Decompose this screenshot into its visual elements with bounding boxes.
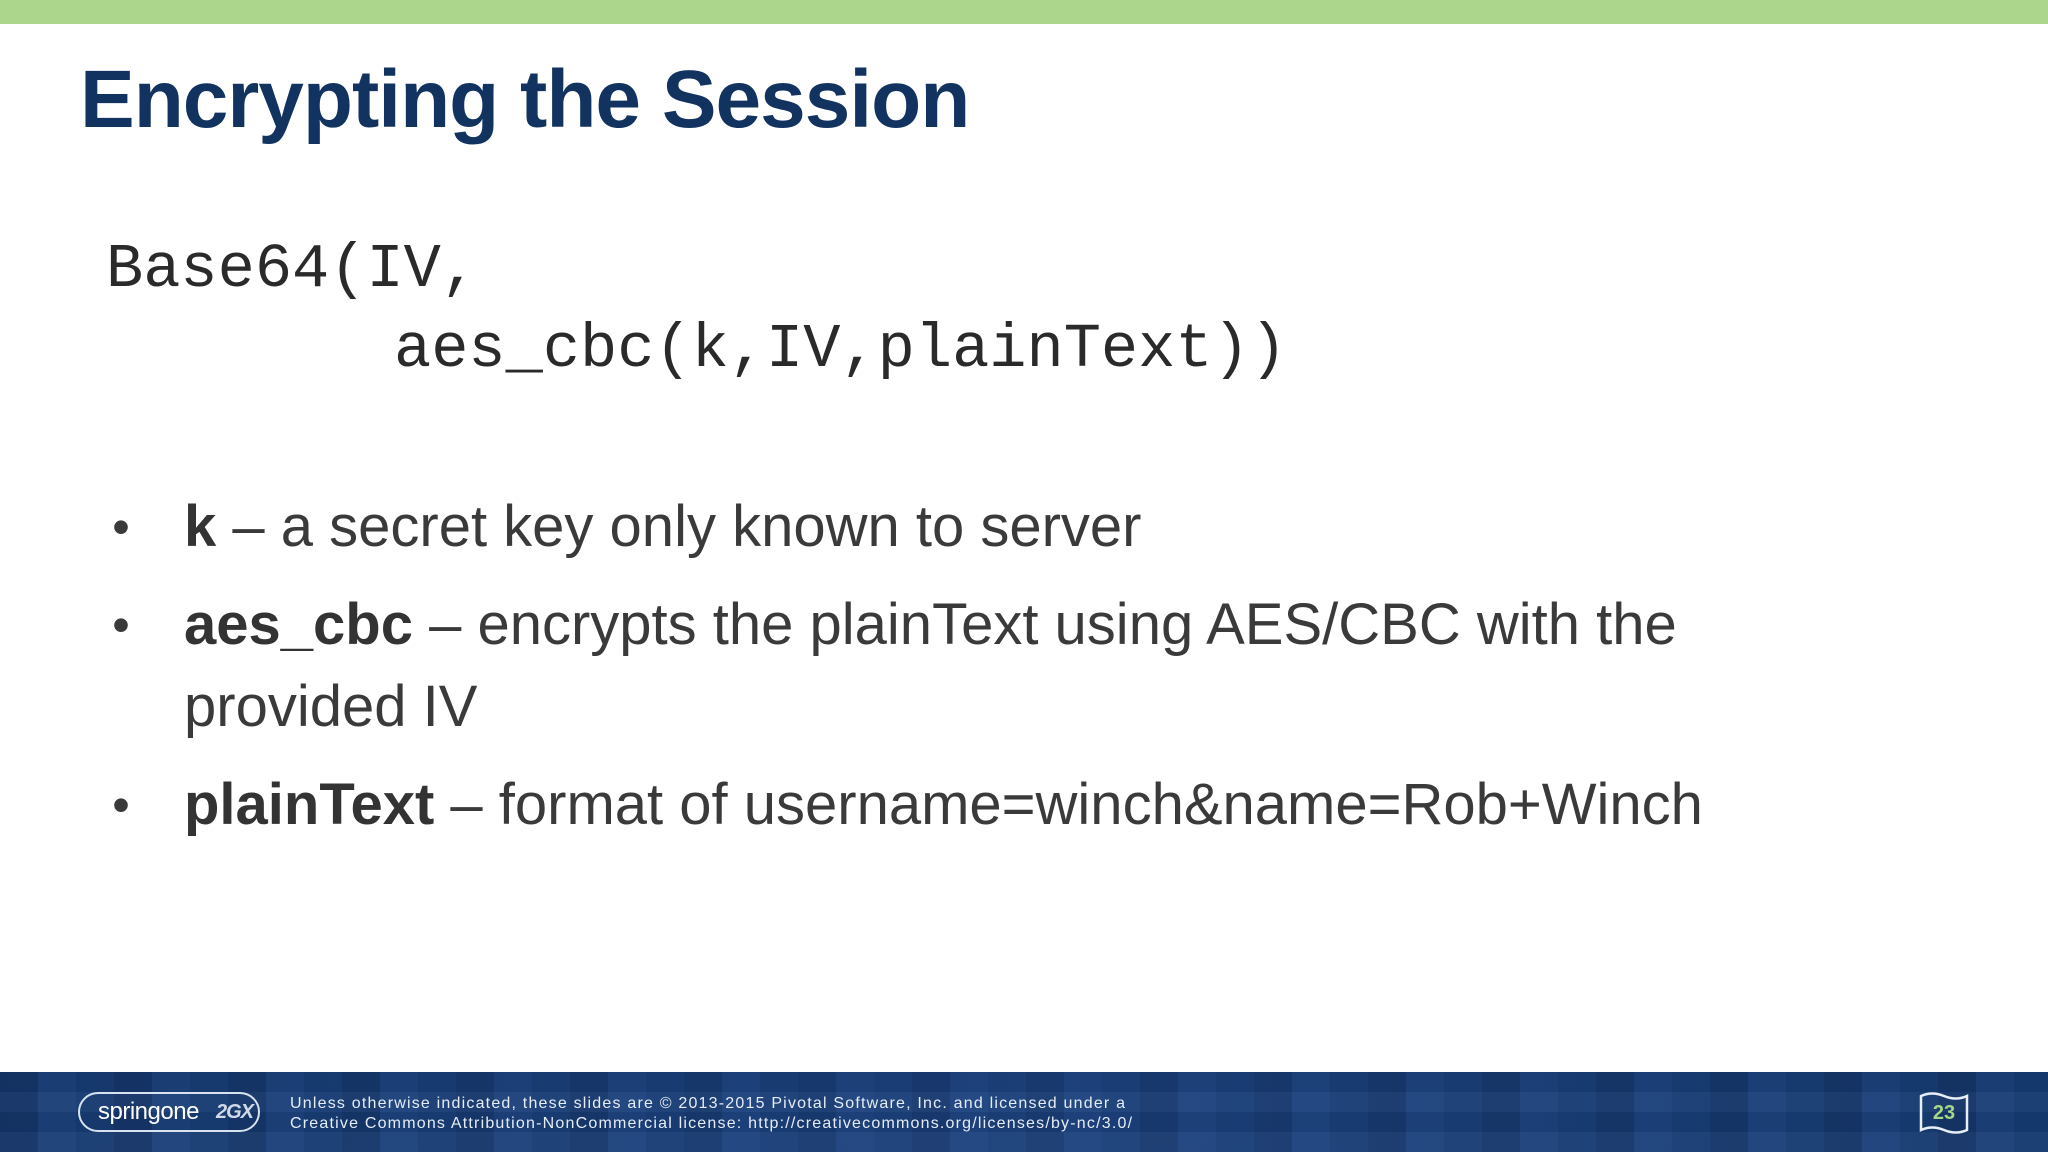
bullet-list: • k – a secret key only known to server … [106,486,1906,862]
code-block: Base64(IV, aes_cbc(k,IV,plainText)) [106,230,1287,390]
bullet-description: – a secret key only known to server [216,494,1142,559]
slide-footer: springone 2GX Unless otherwise indicated… [0,1072,2048,1152]
flag-icon [1919,1092,1969,1134]
page-number-badge: 23 [1918,1090,1970,1136]
bullet-dot: • [112,499,130,555]
springone-logo: springone 2GX [78,1092,260,1132]
bullet-dot: • [112,777,130,833]
top-accent-bar [0,0,2048,24]
code-line-2: aes_cbc(k,IV,plainText)) [394,314,1287,385]
bullet-item-k: • k – a secret key only known to server [106,486,1906,568]
page-number: 23 [1932,1102,1956,1124]
logo-text: springone [98,1098,199,1125]
bullet-term: k [184,494,217,559]
bullet-item-plaintext: • plainText – format of username=winch&n… [106,764,1906,846]
bullet-dot: • [112,597,130,653]
logo-mark: 2GX [216,1101,254,1123]
bullet-term: aes_cbc [184,592,413,657]
license-line-1: Unless otherwise indicated, these slides… [290,1095,1127,1112]
bullet-term: plainText [184,772,435,837]
license-line-2: Creative Commons Attribution-NonCommerci… [290,1115,1134,1132]
bullet-description: – format of username=winch&name=Rob+Winc… [434,772,1703,837]
footer-pattern [0,1072,2048,1152]
bullet-item-aes-cbc: • aes_cbc – encrypts the plainText using… [106,584,1906,748]
license-notice: Unless otherwise indicated, these slides… [290,1094,1133,1134]
code-line-1: Base64(IV, [106,234,479,305]
slide-title: Encrypting the Session [80,54,970,145]
bullet-description: – encrypts the plainText using AES/CBC w… [184,592,1677,739]
